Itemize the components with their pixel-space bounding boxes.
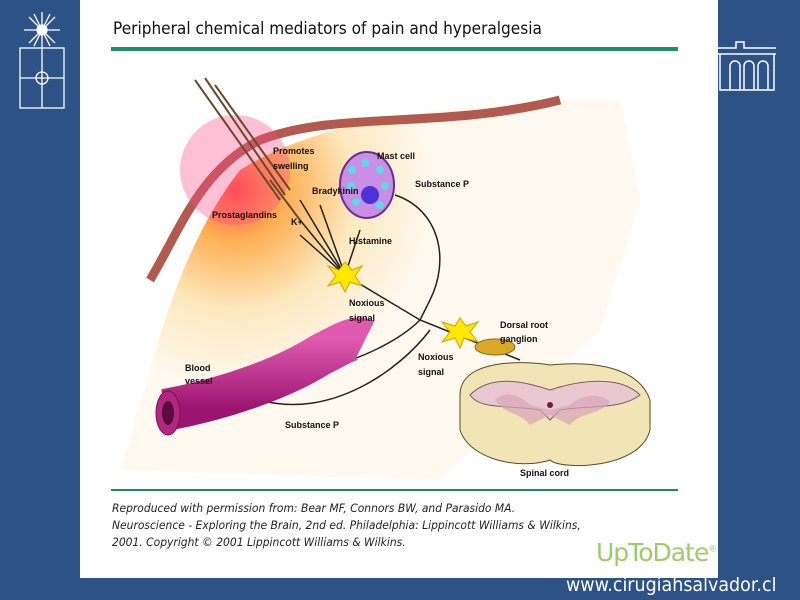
label-substance-p-top: Substance P [415,179,469,189]
dorsal-root-ganglion [474,338,516,356]
spinal-cord [459,362,651,467]
label-promotes: Promotes [273,146,315,156]
citation-line: Reproduced with permission from: Bear MF… [112,502,516,515]
label-ganglion: ganglion [500,334,538,344]
label-substance-p-bottom: Substance P [285,420,339,430]
needle-icon [194,77,301,221]
citation-line: Neuroscience - Exploring the Brain, 2nd … [112,519,581,532]
ganglion-spark [440,317,480,350]
label-swelling: swelling [273,161,309,171]
label-noxious-2a: Noxious [418,352,454,362]
label-histamine: Histamine [349,236,392,246]
brand-text: UpToDate [596,538,709,567]
citation-line: 2001. Copyright © 2001 Lippincott Willia… [112,536,406,549]
pain-mediators-diagram: Promotes swelling Mast cell Bradykinin S… [100,60,700,485]
label-noxious-2b: signal [418,367,444,377]
label-mast-cell: Mast cell [377,151,415,161]
university-crest-logo [19,12,65,109]
slide-title: Peripheral chemical mediators of pain an… [113,19,542,38]
registered-mark: ® [708,544,717,555]
label-spinal-cord: Spinal cord [520,468,569,478]
title-divider [111,47,678,51]
uptodate-logo: UpToDate® [596,538,717,567]
noxious-spark [326,261,364,294]
label-dorsal-root: Dorsal root [500,320,548,330]
label-vessel: vessel [185,376,213,386]
blood-vessel [155,317,375,436]
label-prostaglandins: Prostaglandins [212,210,277,220]
label-noxious-1b: signal [349,313,375,323]
label-blood: Blood [185,363,211,373]
nerve-fiber [259,194,521,406]
website-url: www.cirugiahsalvador.cl [566,574,777,596]
building-logo [718,41,776,91]
label-k-plus: K+ [291,217,303,227]
pain-burst [180,115,290,225]
skin-surface [146,95,562,283]
label-bradykinin: Bradykinin [312,186,359,196]
mast-cell [339,151,395,219]
caption-divider [111,489,678,491]
citation: Reproduced with permission from: Bear MF… [112,500,581,551]
label-noxious-1a: Noxious [349,298,385,308]
